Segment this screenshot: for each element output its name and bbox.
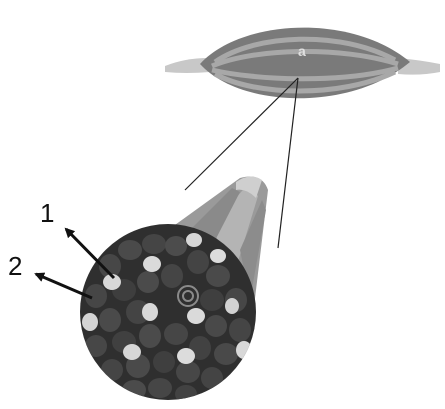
muscle-fiber (229, 318, 251, 342)
light-fiber (142, 303, 158, 321)
light-fiber (236, 341, 252, 359)
muscle-marker-label: a (298, 43, 306, 59)
light-fiber (177, 348, 195, 364)
light-fiber (143, 256, 161, 272)
muscle-fiber (99, 308, 121, 332)
muscle-fiber (101, 359, 123, 381)
muscle-fiber (139, 324, 161, 348)
muscle-fiber (137, 271, 159, 293)
muscle-bundle (80, 176, 268, 403)
muscle-fiber (200, 289, 224, 311)
muscle-fiber (165, 236, 187, 256)
zoom-line-left (185, 78, 298, 190)
label-2: 2 (8, 251, 22, 281)
muscle-fiber (206, 265, 230, 287)
muscle-fiber (175, 385, 197, 403)
light-fiber (187, 308, 205, 324)
whole-muscle: a (165, 28, 440, 99)
light-fiber (123, 344, 141, 360)
light-fiber (210, 249, 226, 263)
arrow-2 (36, 274, 92, 298)
zoom-line-right (278, 78, 298, 248)
muscle-fiber (148, 378, 172, 398)
muscle-fiber (205, 315, 227, 337)
muscle-fiber (164, 323, 188, 345)
light-fiber (225, 298, 239, 314)
muscle-fiber (161, 264, 183, 288)
muscle-fiber (142, 234, 166, 254)
muscle-fiber (153, 351, 175, 373)
muscle-fiber (176, 361, 200, 383)
label-1: 1 (40, 198, 54, 228)
muscle-fiber (85, 335, 107, 357)
muscle-fiber (122, 380, 146, 400)
muscle-fiber (201, 367, 223, 389)
muscle-fiber (214, 343, 238, 365)
light-fiber (186, 233, 202, 247)
muscle-fiber (187, 250, 209, 274)
light-fiber (82, 313, 98, 331)
muscle-fiber (118, 240, 142, 260)
